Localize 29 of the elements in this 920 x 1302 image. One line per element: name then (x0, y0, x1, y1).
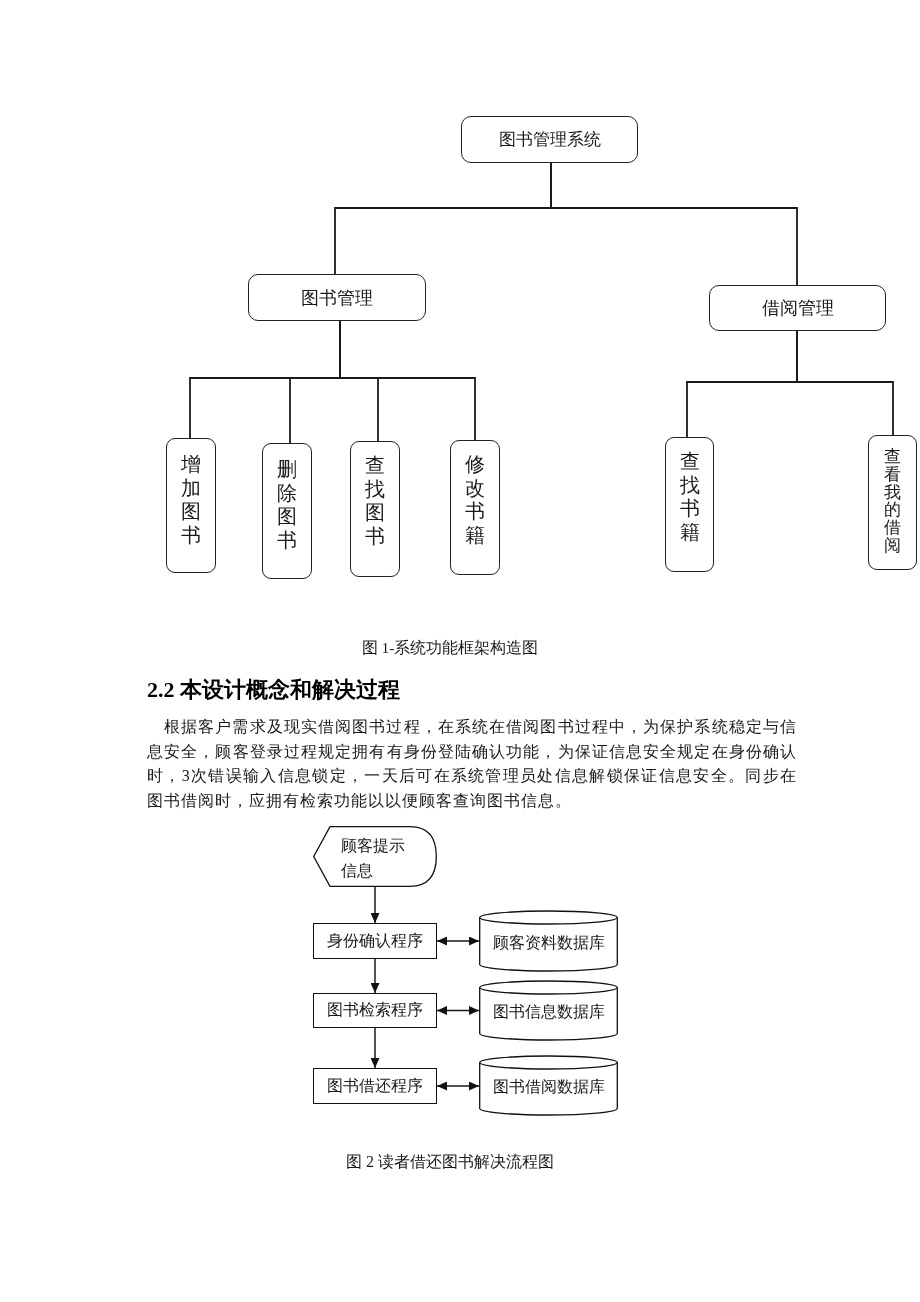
process-box: 图书检索程序 (313, 993, 437, 1028)
body-paragraph: 根据客户需求及现实借阅图书过程，在系统在借阅图书过程中，为保护系统稳定与信息安全，顾客登录过程规定拥有有身份登陆确认功能，为保证信息安全规定在身份确认时，3次错误输入信息锁定，一天后可在系统管理员处信息解锁保证信息安全。同步在图书借阅时，应拥有检索功能以以便顾客查询图书信息。 (147, 717, 797, 811)
function-box: 增加图书 (166, 438, 216, 573)
process-box: 身份确认程序 (313, 923, 437, 959)
function-box: 查看我的借阅 (868, 435, 917, 570)
module-box: 借阅管理 (709, 285, 886, 331)
arrow (370, 1027, 380, 1069)
double-arrow (436, 1006, 480, 1015)
section-heading: 2.2 本设计概念和解决过程 (147, 678, 400, 703)
arrow (370, 886, 380, 924)
function-box: 查找图书 (350, 441, 400, 577)
arrow (370, 958, 380, 994)
connector-line (550, 162, 798, 286)
database-cylinder: 图书借阅数据库 (479, 1056, 618, 1115)
display-shape: 顾客提示信息 (313, 826, 437, 887)
figure-caption: 图 2 读者借还图书解决流程图 (346, 1152, 554, 1172)
function-box: 修改书籍 (450, 440, 500, 575)
double-arrow (436, 936, 480, 946)
double-arrow (436, 1081, 480, 1091)
module-box: 图书管理 (248, 274, 426, 321)
database-cylinder: 图书信息数据库 (479, 981, 618, 1040)
process-box: 图书借还程序 (313, 1068, 437, 1104)
connector-line (796, 330, 894, 436)
module-box: 图书管理系统 (461, 116, 638, 163)
function-box: 查找书籍 (665, 437, 714, 572)
function-box: 删除图书 (262, 443, 312, 579)
figure-caption: 图 1-系统功能框架构造图 (361, 638, 539, 658)
database-cylinder: 顾客资料数据库 (479, 911, 618, 971)
connector-line (339, 320, 476, 441)
